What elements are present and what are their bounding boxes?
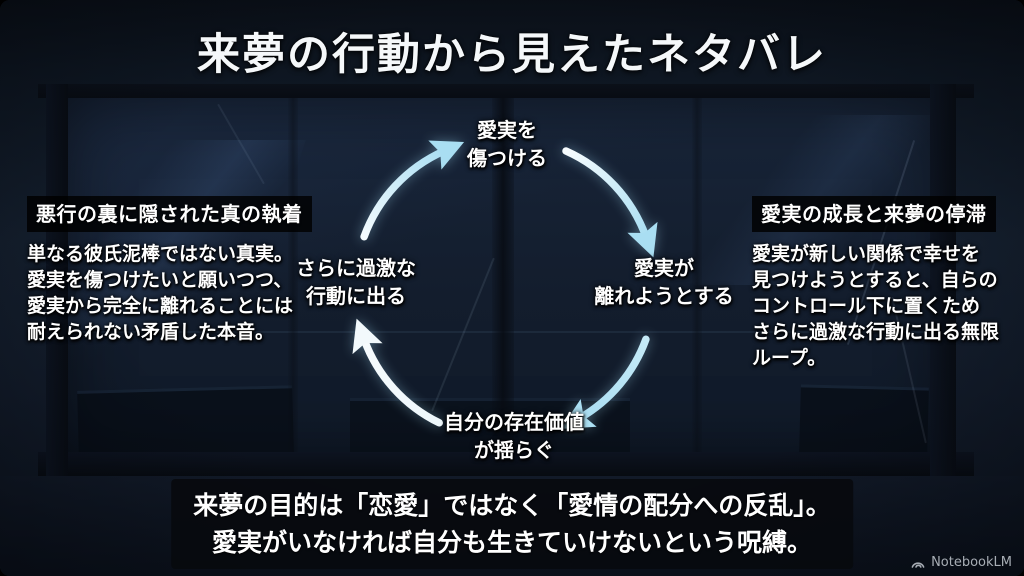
node-line: 傷つける	[467, 146, 547, 170]
body-line: さらに過激な行動に出る無限	[752, 321, 1000, 343]
right-panel-heading: 愛実の成長と来夢の停滞	[752, 196, 996, 232]
node-line: が揺らぐ	[474, 438, 554, 462]
conclusion-line: 愛実がいなければ自分も生きていけないという呪縛。	[211, 528, 813, 557]
node-line: 愛実を	[477, 118, 537, 142]
body-line: ループ。	[752, 347, 827, 369]
left-panel: 悪行の裏に隠された真の執着 単なる彼氏泥棒ではない真実。 愛実を傷つけたいと願い…	[27, 196, 317, 345]
conclusion-line: 来夢の目的は「恋愛」ではなく「愛情の配分への反乱」。	[193, 491, 831, 520]
notebooklm-logo-icon	[911, 561, 925, 568]
arc-right-to-bottom	[576, 335, 650, 422]
arrowhead-right	[627, 221, 658, 258]
body-line: 見つけようとすると、自らの	[752, 269, 998, 291]
arc-bottom-to-left	[360, 335, 443, 427]
node-line: 自分の存在価値	[444, 410, 584, 434]
node-line: 離れようとする	[594, 284, 734, 308]
left-panel-body: 単なる彼氏泥棒ではない真実。 愛実を傷つけたいと願いつつ、 愛実から完全に離れる…	[27, 241, 317, 345]
body-line: 愛実を傷つけたいと願いつつ、	[27, 269, 293, 291]
body-line: 愛実が新しい関係で幸せを	[752, 243, 981, 265]
body-line: コントロール下に置くため	[752, 295, 981, 317]
left-panel-heading: 悪行の裏に隠された真の執着	[27, 196, 312, 232]
page-title: 来夢の行動から見えたネタバレ	[197, 30, 827, 80]
node-line: 愛実が	[634, 256, 694, 280]
body-line: 単なる彼氏泥棒ではない真実。	[27, 243, 294, 265]
body-line: 愛実から完全に離れることには	[27, 295, 294, 317]
cycle-node-manami-leaves: 愛実が 離れようとする	[594, 254, 733, 310]
arrowhead-bottom	[560, 399, 597, 429]
node-line: さらに過激な	[296, 256, 416, 280]
arrowhead-left	[352, 318, 383, 355]
node-line: 行動に出る	[306, 284, 406, 308]
cycle-node-self-worth-shaken: 自分の存在価値 が揺らぐ	[444, 408, 584, 464]
arc-left-to-top	[360, 147, 448, 241]
watermark-label: NotebookLM	[931, 555, 1012, 570]
right-panel: 愛実の成長と来夢の停滞 愛実が新しい関係で幸せを 見つけようとすると、自らの コ…	[752, 196, 1024, 371]
body-line: 耐えられない矛盾した本音。	[27, 321, 275, 343]
notebooklm-watermark: NotebookLM	[910, 555, 1012, 570]
conclusion-banner: 来夢の目的は「恋愛」ではなく「愛情の配分への反乱」。 愛実がいなければ自分も生き…	[171, 479, 853, 569]
cycle-node-extreme-actions: さらに過激な 行動に出る	[296, 254, 416, 310]
arrowhead-top	[428, 140, 465, 170]
right-panel-body: 愛実が新しい関係で幸せを 見つけようとすると、自らの コントロール下に置くため …	[752, 241, 1024, 371]
cycle-node-hurt-manami: 愛実を 傷つける	[467, 116, 547, 172]
arc-top-to-right	[562, 147, 650, 241]
